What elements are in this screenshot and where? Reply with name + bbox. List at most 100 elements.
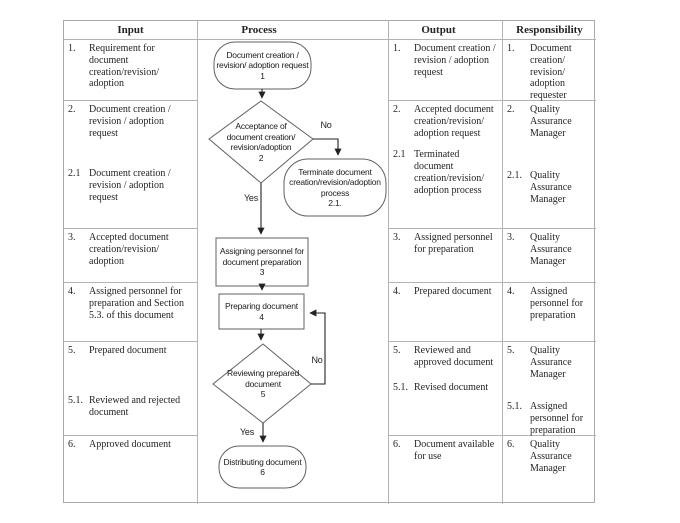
list-item: 2. Quality Assurance Manager [507, 104, 594, 139]
item-number: 2. [507, 104, 515, 115]
list-item: 2. Document creation / revision / adopti… [68, 104, 195, 139]
item-text: Prepared document [89, 345, 167, 356]
list-item: 1. Document creation/ revision/ adoption… [507, 43, 594, 102]
item-number: 4. [507, 286, 515, 297]
list-item: 4. Assigned personnel for preparation [507, 286, 594, 321]
item-text: Assigned personnel for preparation [530, 401, 584, 436]
item-text: Document available for use [414, 439, 495, 462]
edge-yes-label: Yes [239, 427, 255, 437]
item-number: 2.1. [507, 170, 522, 182]
item-text: Assigned personnel for preparation and S… [89, 286, 184, 321]
header-output: Output [389, 21, 503, 40]
list-item: 5.1. Revised document [393, 382, 500, 394]
item-number: 6. [68, 439, 76, 450]
list-item: 1. Requirement for document creation/rev… [68, 43, 195, 90]
item-number: 2.1 [393, 149, 406, 161]
item-text: Quality Assurance Manager [530, 232, 572, 267]
item-text: Document creation / revision / adoption … [414, 43, 496, 78]
item-number: 6. [393, 439, 401, 450]
node-text: Acceptance of document creation/ revisio… [226, 121, 296, 152]
item-number: 2.1 [68, 168, 81, 180]
item-text: Approved document [89, 439, 171, 450]
item-text: Quality Assurance Manager [530, 170, 572, 205]
item-number: 1. [507, 43, 515, 54]
list-item: 6. Quality Assurance Manager [507, 439, 594, 474]
output-row-3: 3. Assigned personnel for preparation [389, 229, 503, 283]
list-item: 5.1. Reviewed and rejected document [68, 395, 195, 419]
output-row-6: 6. Document available for use [389, 436, 503, 504]
output-row-5: 5. Reviewed and approved document 5.1. R… [389, 342, 503, 436]
arrow-no-loop-to-preparing [309, 309, 326, 385]
responsibility-row-1: 1. Document creation/ revision/ adoption… [503, 40, 596, 101]
item-number: 1. [68, 43, 76, 54]
node-acceptance-label: Acceptance of document creation/ revisio… [219, 104, 303, 180]
item-number: 1. [393, 43, 401, 54]
node-terminate-label: Terminate document creation/revision/ado… [284, 159, 386, 216]
item-text: Reviewed and rejected document [89, 394, 181, 418]
item-text: Accepted document creation/revision/ ado… [89, 232, 169, 267]
list-item: 2. Accepted document creation/revision/ … [393, 104, 500, 139]
input-row-5: 5. Prepared document 5.1. Reviewed and r… [64, 342, 198, 436]
terminator-distributing-shape [218, 445, 307, 489]
item-text: Terminated document creation/revision/ a… [414, 149, 484, 196]
node-text: Terminate document creation/revision/ado… [289, 166, 381, 198]
node-distributing-label: Distributing document 6 [219, 446, 306, 488]
item-text: Quality Assurance Manager [530, 439, 572, 474]
node-step-number: 2 [258, 152, 264, 163]
item-number: 3. [68, 232, 76, 243]
item-text: Revised document [414, 381, 489, 393]
edge-no-label: No [320, 120, 332, 130]
output-row-1: 1. Document creation / revision / adopti… [389, 40, 503, 101]
list-item: 4. Assigned personnel for preparation an… [68, 286, 195, 321]
responsibility-row-2: 2. Quality Assurance Manager 2.1. Qualit… [503, 101, 596, 229]
node-text: Preparing document [225, 301, 298, 311]
node-step-number: 1 [260, 70, 265, 81]
list-item: 2.1. Quality Assurance Manager [507, 170, 594, 205]
list-item: 3. Assigned personnel for preparation [393, 232, 500, 256]
item-number: 5.1. [68, 394, 83, 406]
node-step-number: 4 [259, 311, 264, 322]
list-item: 5. Prepared document [68, 345, 195, 357]
output-row-4: 4. Prepared document [389, 283, 503, 342]
item-text: Document creation / revision / adoption … [89, 104, 171, 139]
item-text: Accepted document creation/revision/ ado… [414, 104, 494, 139]
node-request-label: Document creation / revision/ adoption r… [214, 42, 311, 89]
item-number: 5. [393, 345, 401, 356]
input-row-3: 3. Accepted document creation/revision/ … [64, 229, 198, 283]
node-step-number: 6 [260, 467, 265, 477]
item-text: Quality Assurance Manager [530, 345, 572, 380]
item-text: Document creation/ revision/ adoption re… [530, 43, 572, 102]
list-item: 5. Quality Assurance Manager [507, 345, 594, 380]
terminator-terminate-shape [283, 158, 387, 217]
node-text: Document creation / revision/ adoption r… [216, 49, 309, 71]
item-text: Document creation / revision / adoption … [89, 168, 171, 203]
input-row-1: 1. Requirement for document creation/rev… [64, 40, 198, 101]
list-item: 2.1 Document creation / revision / adopt… [68, 168, 195, 203]
edge-no-label: No [311, 355, 323, 365]
node-step-number: 3 [259, 267, 265, 278]
item-number: 3. [393, 232, 401, 243]
node-preparing-label: Preparing document 4 [219, 294, 304, 329]
input-row-6: 6. Approved document [64, 436, 198, 504]
header-process: Process [198, 21, 389, 40]
edge-yes-label: Yes [243, 193, 259, 203]
list-item: 5. Reviewed and approved document [393, 345, 500, 369]
list-item: 1. Document creation / revision / adopti… [393, 43, 500, 78]
item-number: 5.1. [393, 381, 408, 393]
item-text: Requirement for document creation/revisi… [89, 43, 159, 90]
node-text: Assigning personnel for document prepara… [219, 246, 305, 267]
header-responsibility: Responsibility [503, 21, 596, 40]
node-assigning-label: Assigning personnel for document prepara… [216, 238, 308, 286]
node-text: Distributing document [223, 456, 302, 467]
list-item: 2.1 Terminated document creation/revisio… [393, 149, 500, 196]
responsibility-row-3: 3. Quality Assurance Manager [503, 229, 596, 283]
list-item: 4. Prepared document [393, 286, 500, 298]
item-text: Reviewed and approved document [414, 345, 494, 368]
responsibility-row-5: 5. Quality Assurance Manager 5.1. Assign… [503, 342, 596, 436]
item-number: 2. [393, 104, 401, 115]
item-number: 3. [507, 232, 515, 243]
item-text: Assigned personnel for preparation [414, 232, 493, 255]
item-text: Prepared document [414, 286, 492, 297]
list-item: 6. Document available for use [393, 439, 500, 463]
